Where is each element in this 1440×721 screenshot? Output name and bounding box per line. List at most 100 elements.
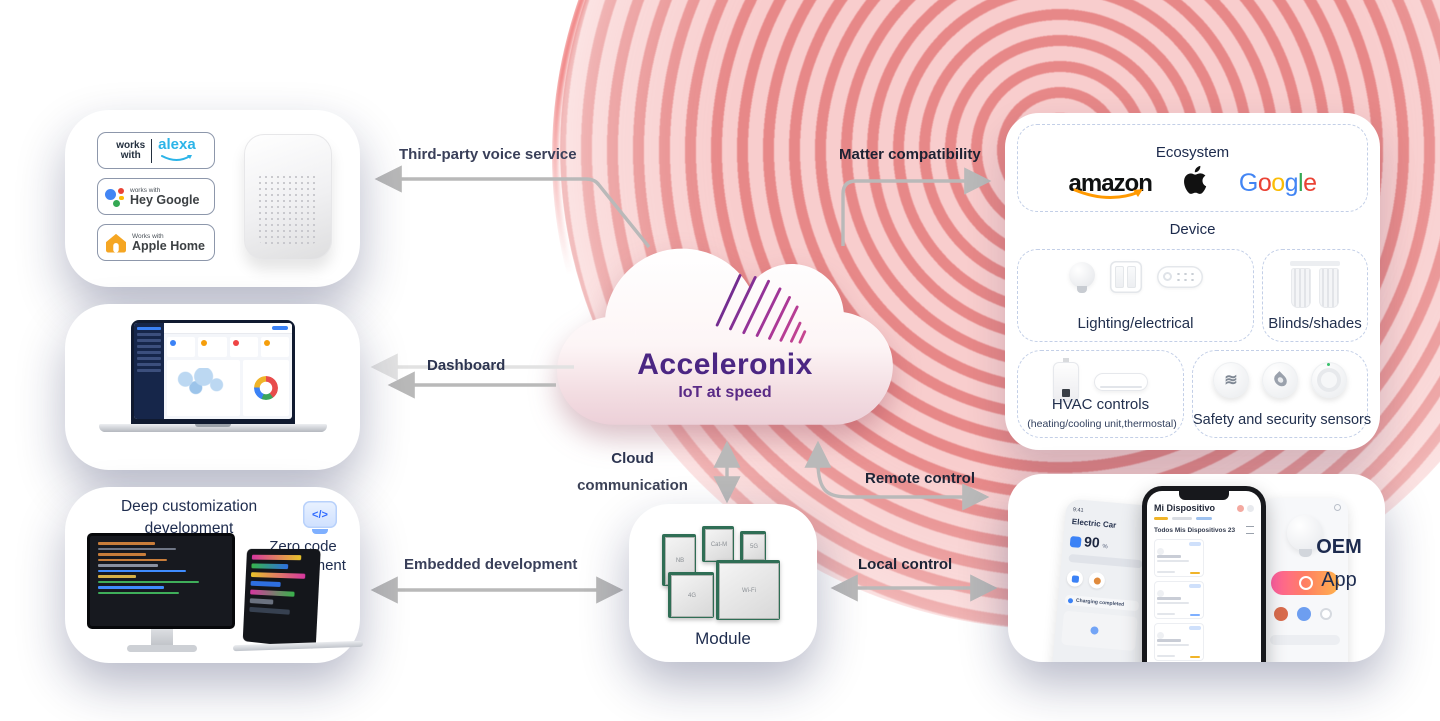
- charging-icon: [1067, 597, 1074, 603]
- hamburger-icon: [1246, 526, 1254, 534]
- flame-sensor-icon: [1262, 362, 1298, 398]
- smart-speaker-image: [244, 134, 332, 260]
- dashboard-ui: [134, 323, 292, 419]
- smoke-detector-icon: [1311, 362, 1347, 398]
- phone-left-buttons: [1066, 569, 1141, 592]
- dashboard-sidebar: [134, 323, 164, 419]
- ecosystem-device-panel: Ecosystem amazon Google: [1005, 113, 1380, 450]
- cloud-shape: [557, 248, 893, 425]
- chip-5g: 5G: [740, 531, 766, 561]
- phone-right-bar: [1270, 635, 1340, 645]
- google-assistant-icon: [105, 187, 125, 207]
- device-tile: [1154, 539, 1204, 577]
- safety-sensors-box: ≋ Safety and security sensors: [1192, 350, 1372, 438]
- phone-mockup-left: 9:41 Electric Car 90 % Charging complete…: [1049, 498, 1155, 662]
- device-title: Device: [1169, 221, 1216, 238]
- power-strip-icon: [1156, 266, 1203, 288]
- brand-name: Acceleronix: [637, 348, 813, 381]
- works-with-alexa-badge: works with alexa: [97, 132, 215, 169]
- gear-icon: [1334, 504, 1341, 511]
- dashboard-world-map: [167, 360, 241, 416]
- alexa-smile-icon: [160, 154, 192, 161]
- water-sensor-icon: ≋: [1213, 362, 1249, 398]
- code-editor-monitor: [87, 533, 235, 629]
- ecosystem-title: Ecosystem: [1155, 144, 1230, 161]
- development-card: Deep customization development </> Zero …: [65, 487, 364, 663]
- app-status-row: [1154, 517, 1254, 520]
- laptop-base: [99, 424, 327, 432]
- hey-google-label: works with Hey Google: [130, 186, 200, 207]
- bulb-preview-base: [1298, 549, 1312, 557]
- chip-4g: 4G: [668, 572, 714, 618]
- device-tile-grid: [1154, 539, 1254, 662]
- laptop-screen: [131, 320, 295, 424]
- code-tag-icon: </>: [303, 501, 337, 528]
- label-third-party-voice-service: Third-party voice service: [399, 146, 577, 163]
- brand-tagline: IoT at speed: [678, 384, 772, 401]
- light-bulb-icon: [1068, 261, 1095, 293]
- label-embedded-development: Embedded development: [404, 556, 578, 573]
- module-label: Module: [695, 629, 751, 648]
- battery-chip-icon: [1069, 536, 1082, 548]
- label-remote-control: Remote control: [865, 470, 976, 487]
- dashboard-topbar: [164, 323, 292, 334]
- phone-notch: [1179, 491, 1229, 500]
- apple-home-icon: [105, 233, 127, 253]
- zero-code-laptop-base: [232, 640, 364, 652]
- badge-divider: [151, 138, 153, 163]
- battery-readout: 90 %: [1069, 533, 1145, 553]
- phone-mockup-right: [1262, 498, 1348, 662]
- phone-mockup-center: Mi Dispositivo Todos Mis Dispositivos 23: [1142, 486, 1266, 662]
- works-with-hey-google-badge: works with Hey Google: [97, 178, 215, 215]
- oem-app-card: 9:41 Electric Car 90 % Charging complete…: [1008, 474, 1385, 662]
- oem-app-label: OEM App: [1316, 536, 1362, 591]
- ecosystem-logos: amazon Google: [1018, 165, 1367, 202]
- air-conditioner-icon: [1094, 373, 1148, 391]
- hvac-controls-sublabel: (heating/cooling unit,thermostal): [1027, 418, 1177, 430]
- code-tag-icon-base: [312, 529, 328, 534]
- device-tile: [1154, 623, 1204, 661]
- phone-left-pill: [1068, 553, 1143, 569]
- label-cloud-communication-line2: communication: [577, 477, 688, 494]
- works-with-apple-home-badge: Works with Apple Home: [97, 224, 215, 261]
- blinds-shades-box: Blinds/shades: [1262, 249, 1368, 342]
- voice-service-card: works with alexa works with: [65, 110, 360, 287]
- dashboard-main: [164, 323, 292, 419]
- water-heater-icon: [1053, 358, 1079, 402]
- amazon-smile-icon: [1073, 188, 1143, 199]
- app-title: Mi Dispositivo: [1154, 503, 1216, 513]
- safety-sensors-label: Safety and security sensors: [1193, 412, 1372, 428]
- color-slider: [1271, 571, 1339, 595]
- google-logo: Google: [1238, 169, 1317, 197]
- chip-cat-m: Cat-M: [702, 526, 734, 562]
- works-with-label: works with: [116, 139, 146, 161]
- lighting-electrical-label: Lighting/electrical: [1077, 315, 1194, 332]
- wall-switch-icon: [1109, 261, 1142, 293]
- blinds-icon: [1290, 261, 1340, 308]
- apple-home-label: Works with Apple Home: [132, 232, 205, 253]
- label-cloud-communication-line1: Cloud: [611, 450, 654, 467]
- module-chips: NB Cat-M 5G 4G Wi-Fi: [662, 526, 786, 622]
- deep-customization-title: Deep customization development: [120, 498, 258, 537]
- charging-note: Charging completed: [1064, 594, 1140, 612]
- device-app-screen: Mi Dispositivo Todos Mis Dispositivos 23: [1147, 491, 1261, 662]
- color-swatches: [1274, 607, 1340, 621]
- amazon-logo: amazon: [1069, 171, 1153, 199]
- chip-wifi: Wi-Fi: [716, 560, 780, 620]
- label-dashboard: Dashboard: [427, 357, 506, 374]
- hvac-controls-label: HVAC controls: [1051, 396, 1150, 413]
- voice-badges: works with alexa works with: [97, 132, 215, 261]
- dashboard-card: [65, 304, 360, 470]
- label-cloud-communication: Cloud communication: [560, 450, 705, 494]
- acceleronix-logo-icon: [715, 274, 807, 344]
- slider-handle: [1299, 576, 1313, 590]
- alexa-logo: alexa: [158, 137, 196, 164]
- zero-code-laptop: [242, 548, 321, 650]
- dashboard-stat-tiles: [164, 334, 292, 360]
- device-tile: [1154, 581, 1204, 619]
- hvac-controls-box: HVAC controls (heating/cooling unit,ther…: [1017, 350, 1184, 438]
- module-card: NB Cat-M 5G 4G Wi-Fi Module: [629, 504, 817, 662]
- blinds-shades-label: Blinds/shades: [1268, 315, 1362, 332]
